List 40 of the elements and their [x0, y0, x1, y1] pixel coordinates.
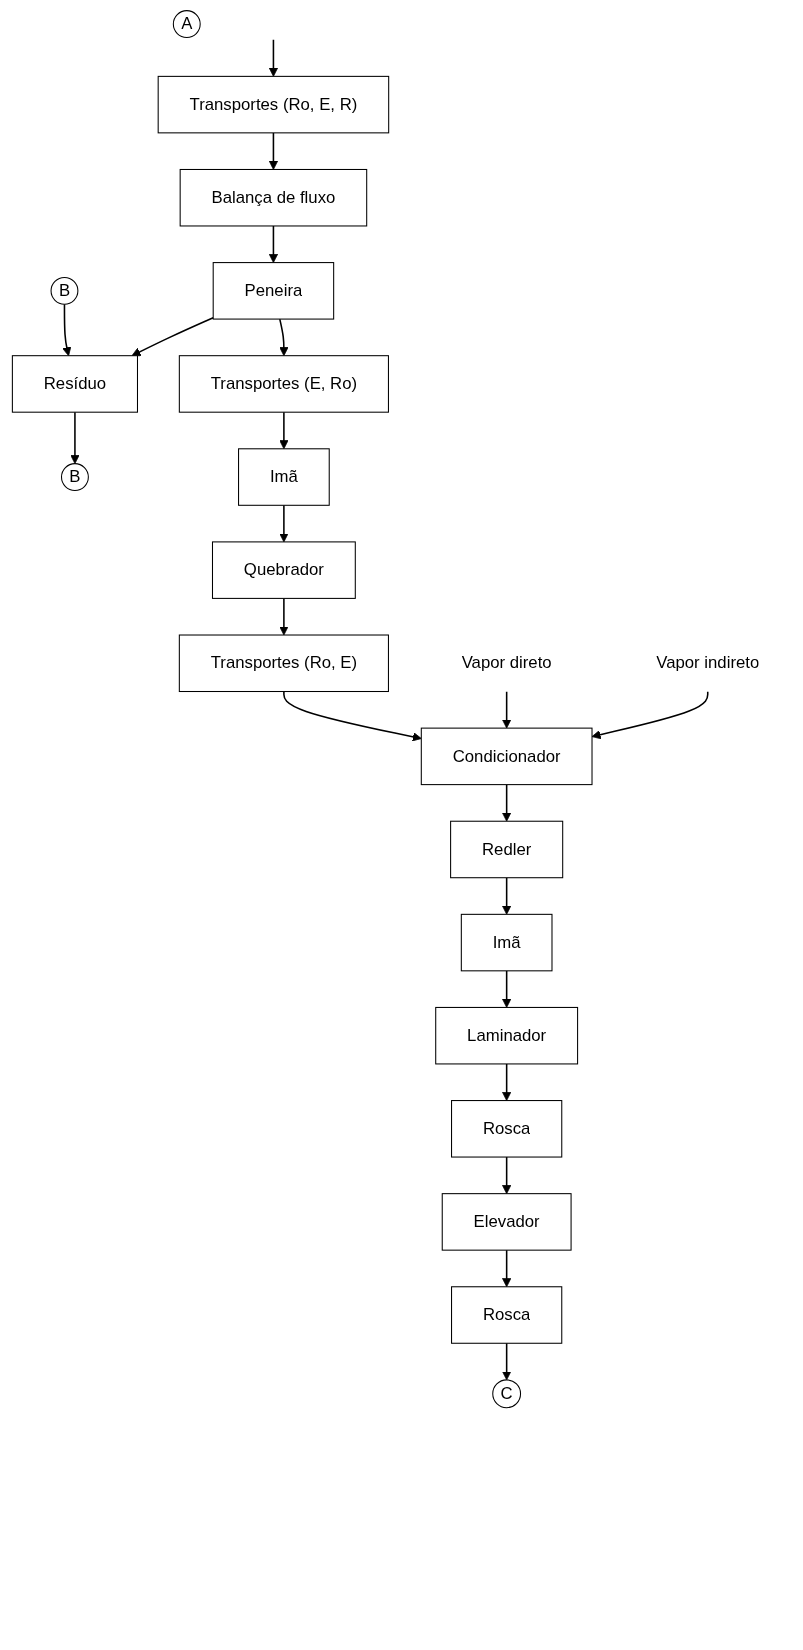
arrow [131, 316, 214, 357]
arrow [502, 970, 512, 1008]
node-box: Transportes (E, Ro) [178, 355, 389, 413]
node-circle: A [172, 10, 201, 38]
node-box: Imã [460, 913, 553, 972]
node-box: Redler [450, 820, 564, 879]
arrow [502, 1156, 512, 1195]
node-box: Elevador [441, 1193, 572, 1251]
arrow [70, 411, 80, 465]
node-text: Vapor direto [461, 653, 552, 672]
arrow [279, 597, 289, 636]
node-box: Balança de fluxo [179, 168, 368, 227]
node-box: Rosca [451, 1286, 563, 1344]
arrow [279, 504, 289, 543]
arrow [279, 411, 289, 450]
node-box: Transportes (Ro, E) [178, 634, 389, 693]
node-box: Rosca [451, 1100, 563, 1158]
node-circle: C [492, 1379, 522, 1409]
arrow [502, 1063, 512, 1101]
arrow [502, 783, 512, 822]
arrow [268, 225, 279, 263]
arrow [502, 876, 512, 915]
node-circle: B [50, 276, 79, 305]
arrow [283, 690, 422, 742]
arrow [268, 132, 279, 170]
node-box: Resíduo [11, 355, 138, 413]
node-box: Transportes (Ro, E, R) [157, 75, 390, 134]
node-box: Quebrador [211, 541, 356, 599]
arrow [502, 1342, 512, 1381]
node-box: Condicionador [420, 727, 593, 786]
arrow [62, 303, 72, 357]
arrow [502, 1249, 512, 1288]
node-circle: B [60, 463, 89, 491]
node-text: Vapor indireto [656, 653, 760, 672]
arrow [502, 690, 512, 729]
node-box: Laminador [435, 1006, 579, 1065]
node-box: Peneira [212, 262, 335, 320]
arrow [279, 318, 289, 357]
node-box: Imã [238, 448, 330, 506]
arrow [268, 38, 279, 77]
